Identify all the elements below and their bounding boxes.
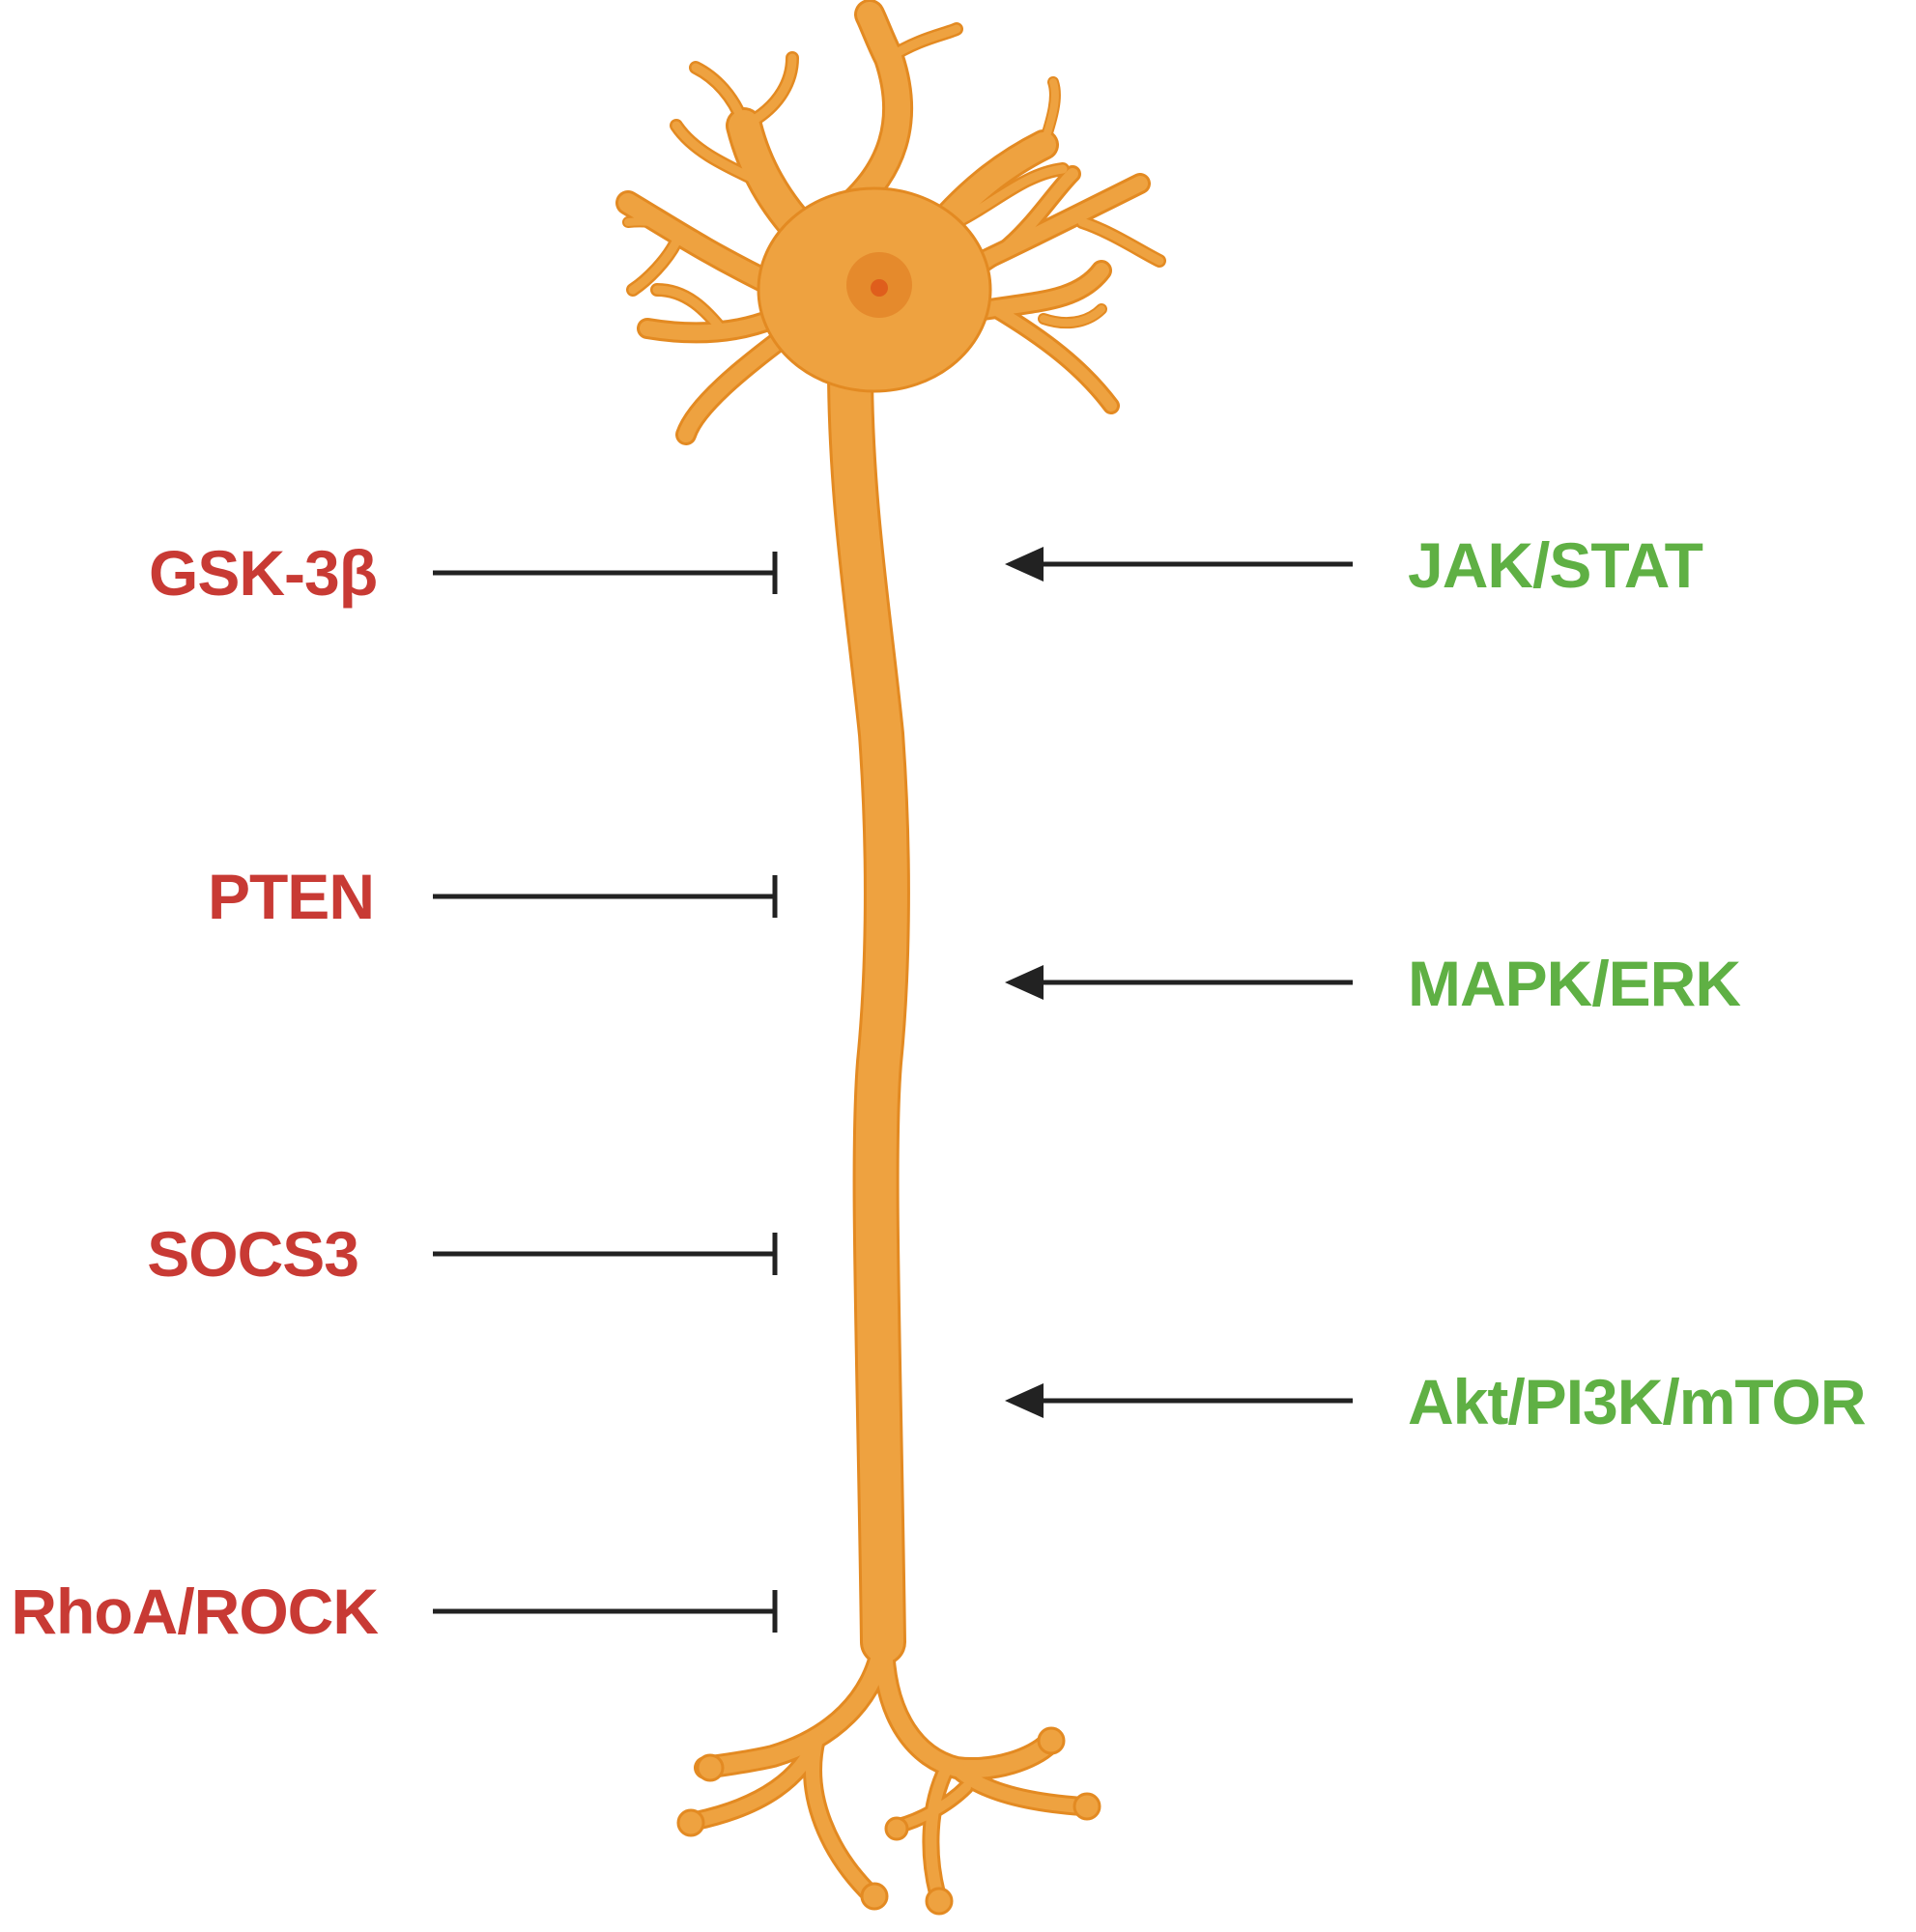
inhibitor-label-socs3: SOCS3: [147, 1218, 359, 1290]
activation-arrow-mapk-erk: [1005, 965, 1353, 1000]
promoter-label-akt-pi3k-mtor: Akt/PI3K/mTOR: [1408, 1366, 1867, 1437]
nucleolus: [871, 279, 888, 297]
promoter-label-jak-stat: JAK/STAT: [1408, 529, 1703, 601]
inhibition-connector-gsk3b: [433, 552, 778, 594]
inhibition-connectors: [433, 552, 778, 1633]
inhibition-connector-rhoa-rock: [433, 1590, 778, 1633]
promoter-label-mapk-erk: MAPK/ERK: [1408, 948, 1741, 1019]
inhibitor-label-pten: PTEN: [207, 861, 375, 932]
inhibitor-label-gsk3b: GSK-3β: [149, 537, 378, 609]
activation-arrow-jak-stat: [1005, 547, 1353, 582]
inhibition-connector-pten: [433, 875, 778, 918]
axon-terminals: [676, 1726, 1101, 1916]
inhibitor-label-rhoa-rock: RhoA/ROCK: [11, 1576, 379, 1647]
activation-arrow-akt-pi3k-mtor: [1005, 1383, 1353, 1418]
neuron-fill: [618, 2, 1164, 1900]
inhibition-connector-socs3: [433, 1233, 778, 1275]
neuron: [615, 0, 1166, 1916]
activation-arrows: [1005, 547, 1353, 1418]
